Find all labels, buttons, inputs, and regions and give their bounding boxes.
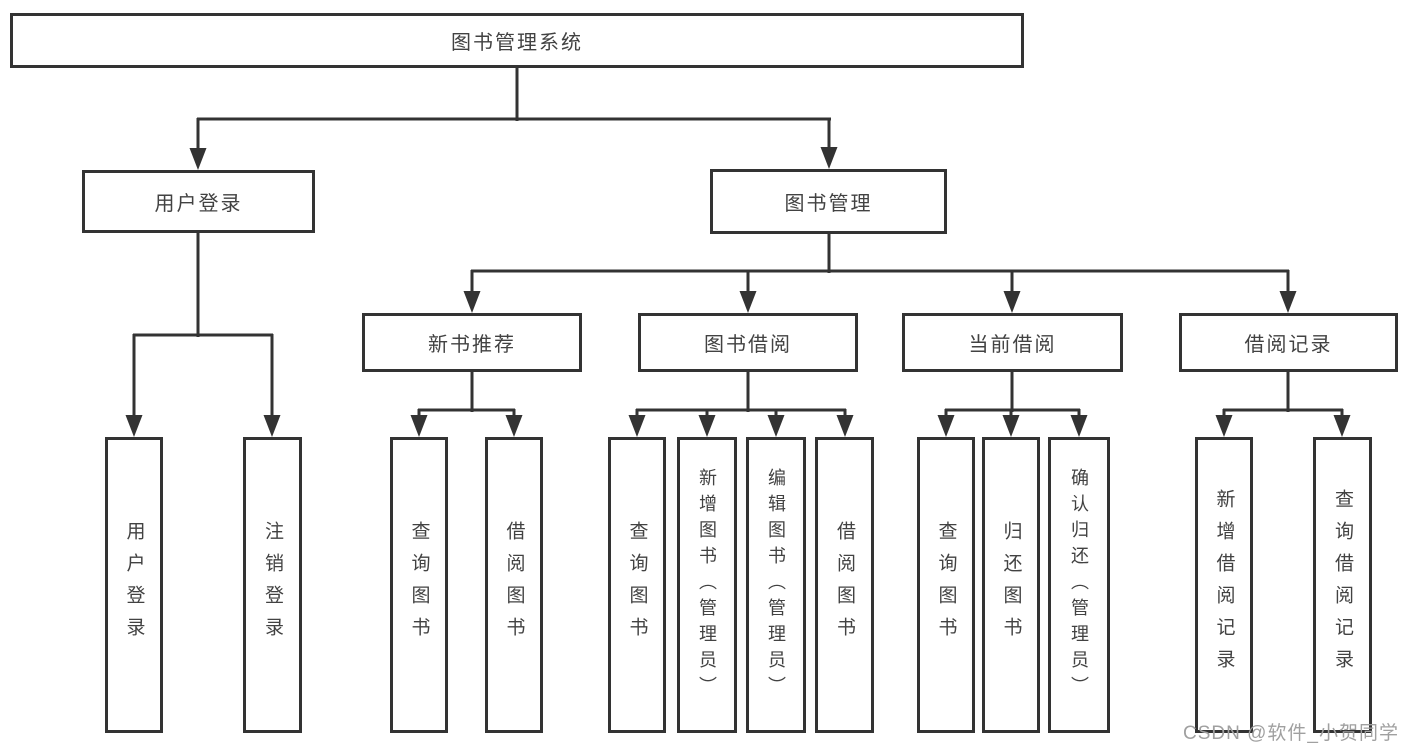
leaf-borrow-query-books: 查询图书	[608, 437, 666, 733]
leaf-borrow-edit-books-admin: 编辑图书（管理员）	[746, 437, 806, 733]
leaf-recommend-borrow-books: 借阅图书	[485, 437, 543, 733]
csdn-watermark: CSDN @软件_小贺同学	[1183, 723, 1399, 744]
node-borrowing-records: 借阅记录	[1179, 313, 1398, 372]
leaf-records-add-record: 新增借阅记录	[1195, 437, 1253, 733]
leaf-records-query-record: 查询借阅记录	[1313, 437, 1372, 733]
leaf-current-confirm-return-admin: 确认归还（管理员）	[1048, 437, 1110, 733]
node-current-borrowing: 当前借阅	[902, 313, 1123, 372]
node-book-borrowing: 图书借阅	[638, 313, 858, 372]
leaf-user-login: 用户登录	[105, 437, 163, 733]
leaf-borrow-borrow-books: 借阅图书	[815, 437, 874, 733]
leaf-borrow-add-books-admin: 新增图书（管理员）	[677, 437, 737, 733]
leaf-logout-login: 注销登录	[243, 437, 302, 733]
node-new-book-recommend: 新书推荐	[362, 313, 582, 372]
node-book-management-system: 图书管理系统	[10, 13, 1024, 68]
leaf-recommend-query-books: 查询图书	[390, 437, 448, 733]
node-book-management: 图书管理	[710, 169, 947, 234]
leaf-current-return-books: 归还图书	[982, 437, 1040, 733]
leaf-current-query-books: 查询图书	[917, 437, 975, 733]
node-user-login: 用户登录	[82, 170, 315, 233]
